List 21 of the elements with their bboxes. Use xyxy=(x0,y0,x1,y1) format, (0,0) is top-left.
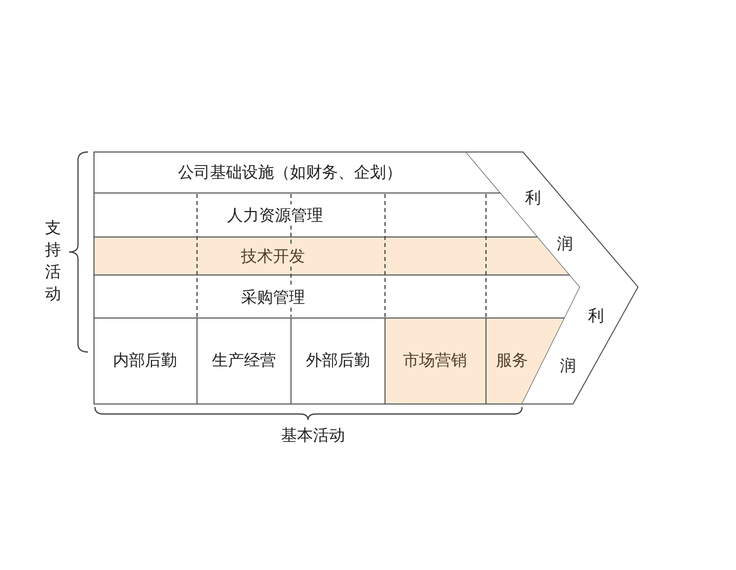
activity-label: 服务 xyxy=(496,350,528,370)
margin-label: 利润 xyxy=(560,305,604,377)
activity-label: 公司基础设施（如财务、企划） xyxy=(178,162,402,182)
activity-label: 外部后勤 xyxy=(306,350,370,370)
activity-label: 市场营销 xyxy=(403,350,467,370)
bracket-label: 基本活动 xyxy=(281,425,345,445)
activity-label: 人力资源管理 xyxy=(227,205,323,225)
activity-cell xyxy=(385,318,486,404)
activity-cell xyxy=(94,318,197,404)
activity-label: 技术开发 xyxy=(241,246,305,266)
activity-cell xyxy=(291,318,385,404)
activity-band xyxy=(94,275,580,318)
activity-cell xyxy=(197,318,291,404)
activity-label: 生产经营 xyxy=(212,350,276,370)
activity-band xyxy=(94,237,570,275)
bracket-label: 支持活动 xyxy=(45,217,61,305)
margin-label: 利润 xyxy=(525,187,573,255)
margin-band xyxy=(466,152,638,404)
activity-label: 采购管理 xyxy=(241,287,305,307)
activity-label: 内部后勤 xyxy=(113,350,177,370)
activity-band xyxy=(94,152,501,193)
